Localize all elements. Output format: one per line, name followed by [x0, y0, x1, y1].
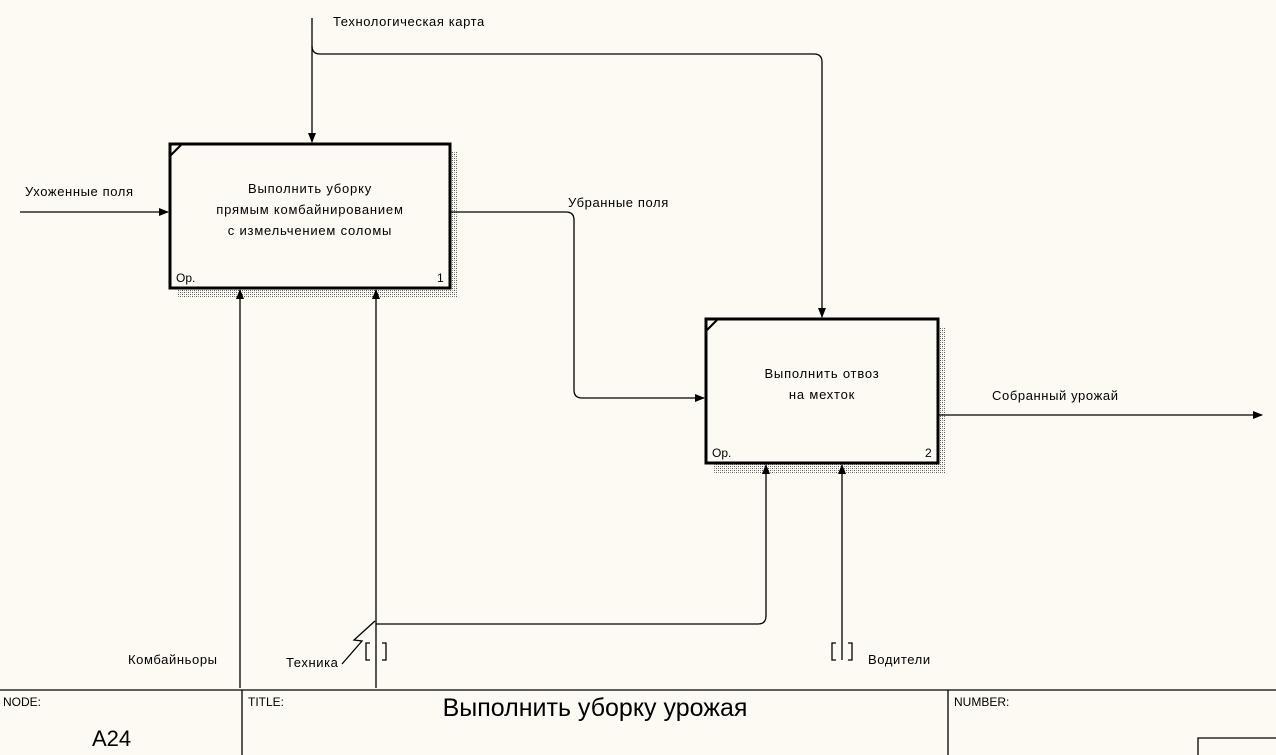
- title-label: TITLE:: [248, 695, 285, 709]
- arrow-mech-tech-branch[interactable]: [376, 464, 770, 625]
- label-mech-tech: Техника: [286, 655, 339, 670]
- activity-box-1[interactable]: [168, 142, 452, 290]
- box2-title: Выполнить отвоз на мехток: [764, 366, 880, 402]
- box1-number: 1: [437, 271, 444, 285]
- box1-corner: [170, 144, 182, 156]
- label-squiggle: [341, 620, 376, 665]
- activity-box-2[interactable]: [704, 317, 940, 465]
- label-mech-drivers: Водители: [868, 652, 931, 667]
- tunnel-bracket-drivers: [831, 642, 853, 661]
- node-value: A24: [92, 726, 132, 751]
- box2-op: Ор.: [712, 446, 732, 460]
- box1-title: Выполнить уборку прямым комбайнированием…: [216, 181, 404, 238]
- box2-corner: [706, 319, 718, 331]
- label-input: Ухоженные поля: [25, 184, 134, 199]
- tunnel-bracket-tech: [365, 642, 387, 661]
- diagram-title: Выполнить уборку урожая: [442, 694, 748, 722]
- label-mech-combiners: Комбайньоры: [128, 652, 218, 667]
- node-label: NODE:: [3, 695, 42, 709]
- arrow-control-2[interactable]: [311, 45, 826, 318]
- label-output: Собранный урожай: [992, 388, 1119, 403]
- box2-number: 2: [925, 446, 932, 460]
- label-control: Технологическая карта: [333, 14, 485, 29]
- box1-op: Ор.: [176, 271, 196, 285]
- arrow-intermediate[interactable]: [450, 211, 705, 402]
- frame-corner-box: [1197, 737, 1276, 755]
- label-intermediate: Убранные поля: [568, 195, 669, 210]
- number-label: NUMBER:: [954, 695, 1010, 709]
